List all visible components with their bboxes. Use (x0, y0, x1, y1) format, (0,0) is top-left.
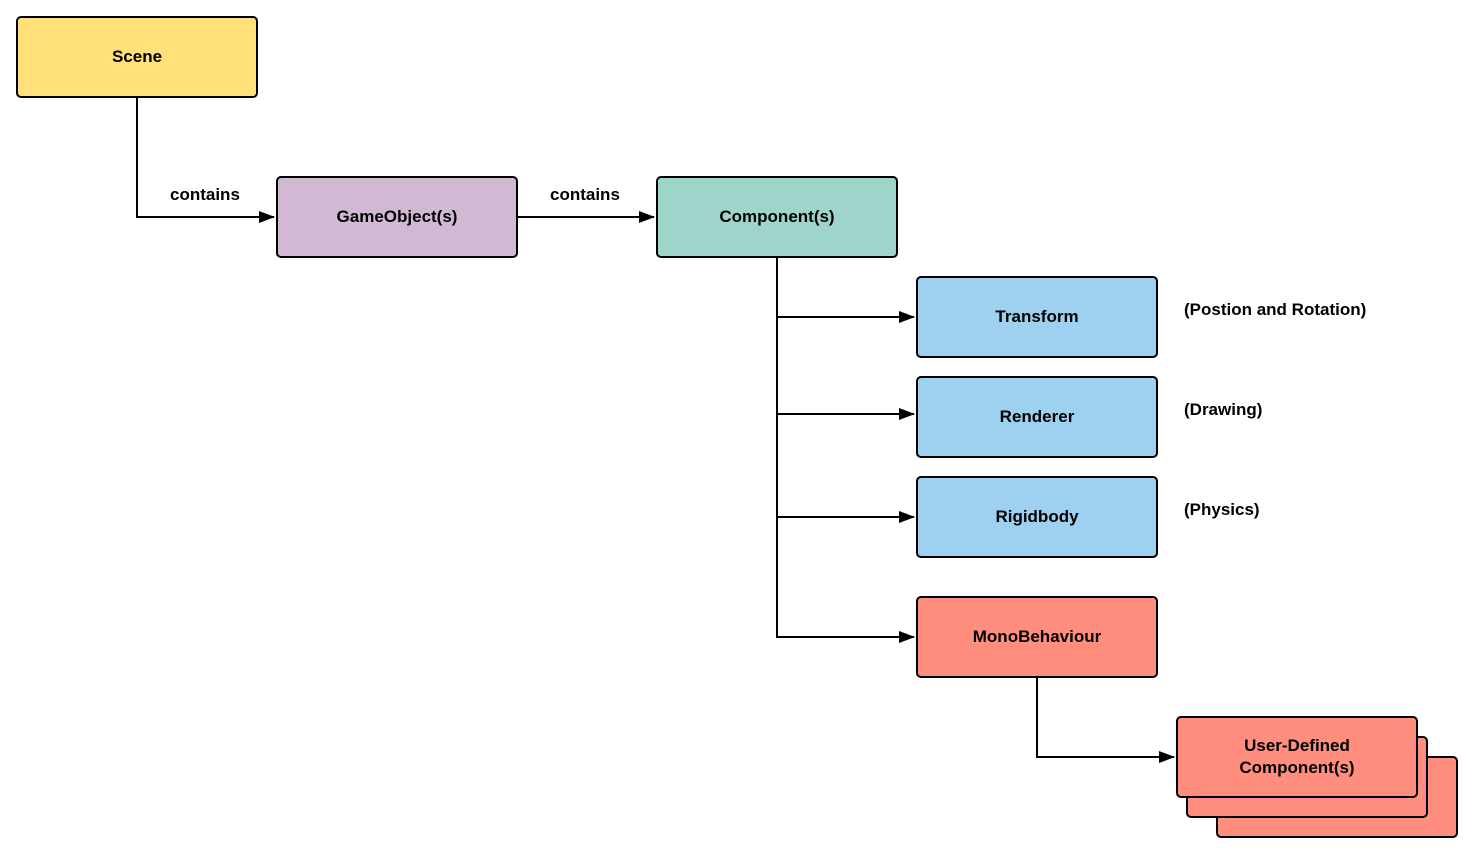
transform-node[interactable]: Transform (916, 276, 1158, 358)
edge-scene-gameobject (136, 97, 275, 223)
scene-node[interactable]: Scene (16, 16, 258, 98)
gameobject-node[interactable]: GameObject(s) (276, 176, 518, 258)
rigidbody-note: (Physics) (1184, 500, 1260, 519)
user-defined-label-line2: Component(s) (1239, 758, 1355, 777)
edge-monobehaviour-userdefined (1036, 677, 1175, 763)
edge-label-contains-1: contains (170, 185, 240, 204)
monobehaviour-node[interactable]: MonoBehaviour (916, 596, 1158, 678)
renderer-node[interactable]: Renderer (916, 376, 1158, 458)
renderer-note: (Drawing) (1184, 400, 1263, 419)
component-node[interactable]: Component(s) (656, 176, 898, 258)
user-defined-label-line1: User-Defined (1244, 736, 1350, 755)
edge-label-contains-2: contains (550, 185, 620, 204)
rigidbody-node[interactable]: Rigidbody (916, 476, 1158, 558)
user-defined-node[interactable]: User-Defined Component(s) (1176, 716, 1418, 798)
transform-note: (Postion and Rotation) (1184, 300, 1367, 319)
